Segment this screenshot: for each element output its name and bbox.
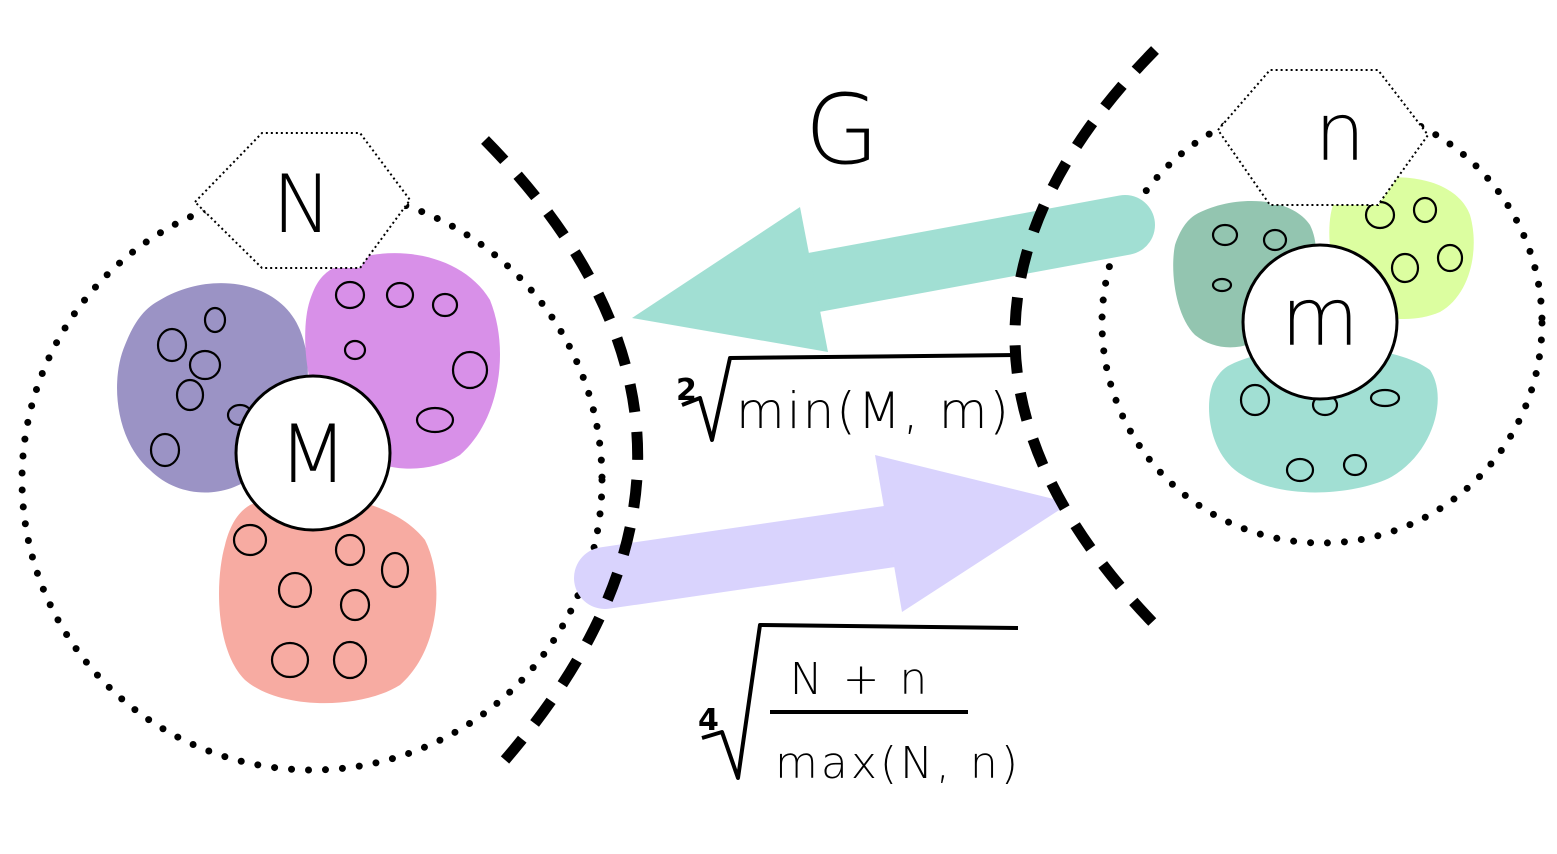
right-hexagon [1216, 69, 1430, 206]
right-blob-teal [1209, 346, 1438, 493]
top-arrow [632, 195, 1155, 352]
bottom-formula-index: 4 [698, 703, 719, 738]
right-hexagon-label: n [1315, 86, 1366, 179]
right-group-boundary [1009, 46, 1169, 639]
top-formula-radical [681, 353, 1019, 442]
right-cluster: n m [1098, 69, 1546, 547]
left-hexagon-label: N [272, 158, 332, 251]
right-center-node [1241, 243, 1399, 401]
right-center-label: m [1281, 271, 1359, 364]
left-group-boundary [481, 136, 643, 764]
bottom-arrow [574, 455, 1070, 612]
left-hexagon [193, 132, 412, 269]
right-blob-curls [1211, 196, 1464, 483]
top-arrow-shaft [770, 195, 1155, 315]
bottom-arrow-head [875, 455, 1070, 612]
left-center-node [234, 374, 392, 532]
top-formula-radicand: min(M, m) [736, 382, 1011, 440]
top-arrow-head [632, 207, 828, 352]
bottom-arrow-shaft [574, 504, 931, 609]
bottom-formula-radical [701, 623, 1019, 780]
left-boundary-circle [18, 186, 606, 774]
left-center-label: M [278, 408, 347, 501]
top-formula: 2 min(M, m) [676, 353, 1019, 442]
bottom-formula: 4 N + n max(N, n) [698, 623, 1021, 789]
group-label: G [805, 74, 879, 186]
bottom-formula-numerator: N + n [790, 654, 931, 705]
left-cluster: N M [18, 132, 606, 774]
bottom-formula-denominator: max(N, n) [775, 738, 1021, 789]
